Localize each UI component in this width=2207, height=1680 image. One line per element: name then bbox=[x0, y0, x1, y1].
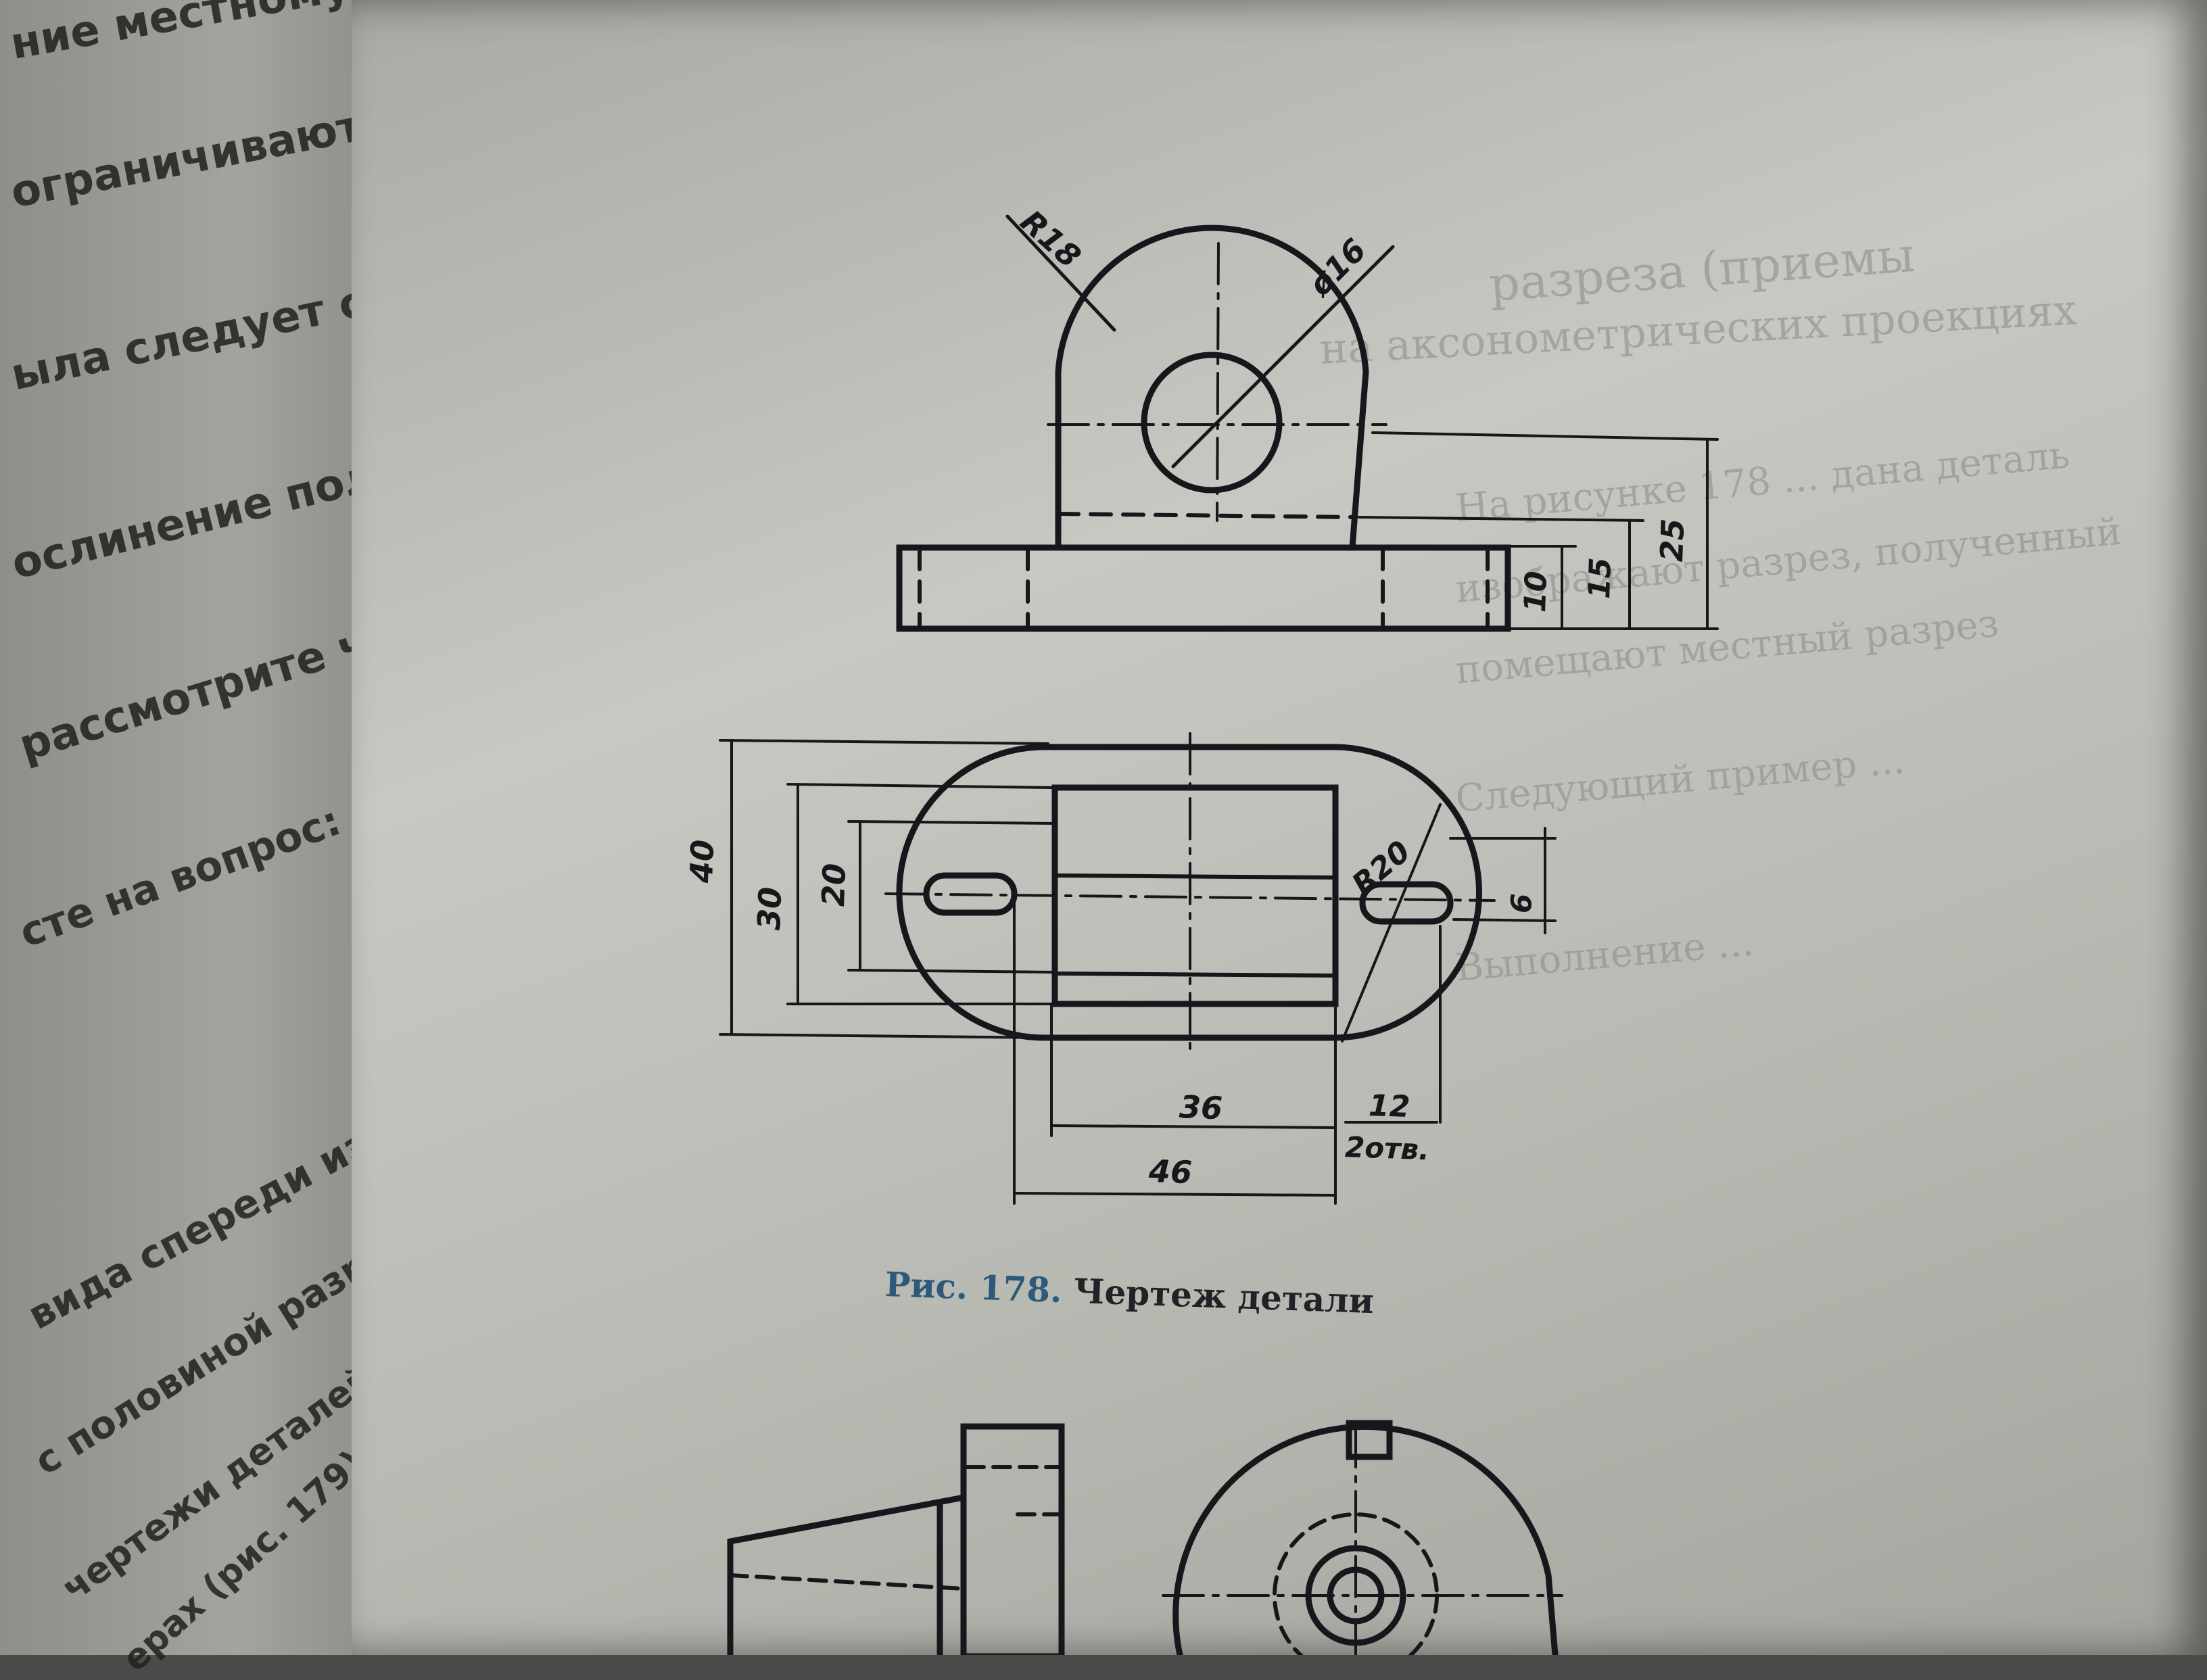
dimension-l36: 36 bbox=[1179, 1088, 1223, 1127]
dimension-h15: 15 bbox=[1582, 556, 1619, 600]
dimension-w20: 20 bbox=[815, 863, 853, 907]
dimension-holes: 2отв. bbox=[1344, 1130, 1430, 1167]
dimension-l46: 46 bbox=[1148, 1153, 1193, 1191]
dimension-w30: 30 bbox=[751, 886, 789, 931]
dimension-w40: 40 bbox=[683, 839, 721, 884]
next-figure-partial bbox=[727, 1420, 1563, 1655]
right-page bbox=[352, 0, 2207, 1655]
dimension-slot-6: 6 bbox=[1504, 892, 1538, 914]
dimension-h10: 10 bbox=[1518, 570, 1555, 613]
dimension-h25: 25 bbox=[1653, 518, 1692, 562]
front-view bbox=[896, 214, 1719, 632]
top-view bbox=[719, 732, 1557, 1205]
figure-number: Рис. 178. bbox=[884, 1264, 1063, 1311]
dimension-l12: 12 bbox=[1368, 1088, 1411, 1125]
